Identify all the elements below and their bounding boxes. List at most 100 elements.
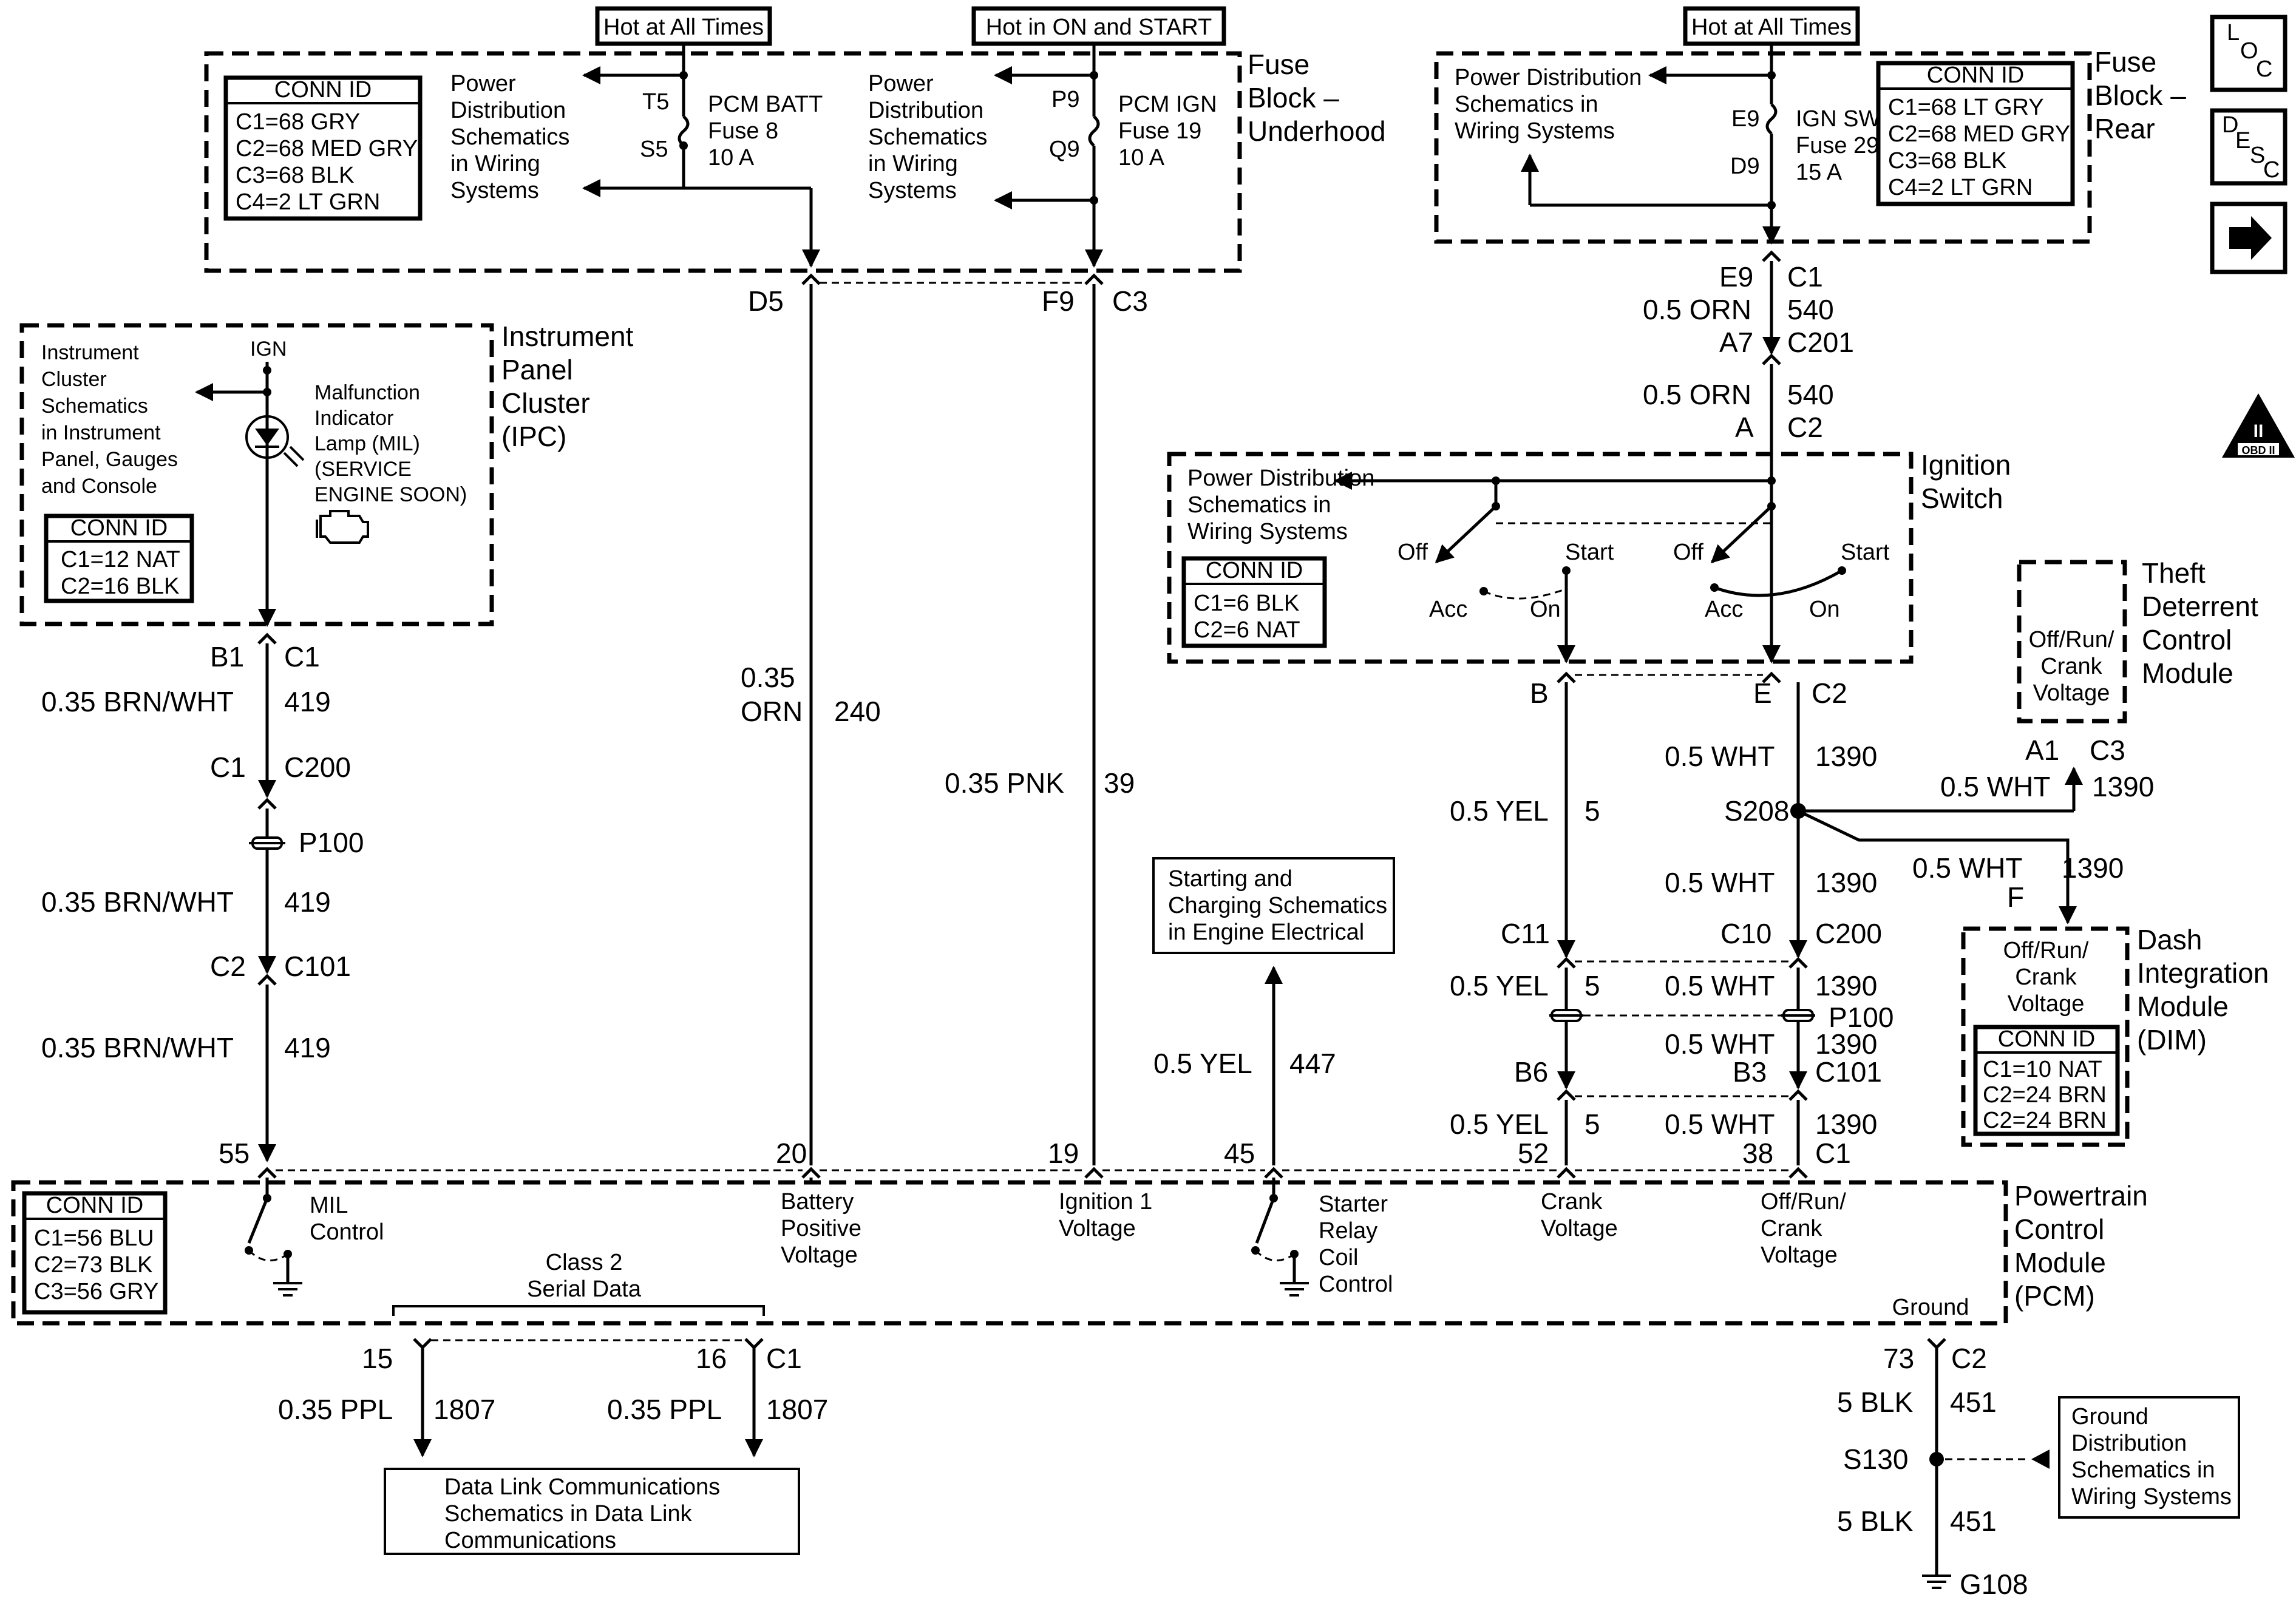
right-connectors-c200-c101: 0.5 YEL 5 0.5 WHT 1390 P100 0.5 WHT 1390… [1450,957,1894,1169]
ipc-conn-id: CONN ID C1=12 NAT C2=16 BLK [44,514,194,603]
svg-text:1807: 1807 [433,1394,495,1425]
svg-text:S208: S208 [1724,795,1789,827]
svg-text:Fuse: Fuse [1248,49,1309,80]
svg-text:E: E [1753,677,1772,709]
crank-voltage-input: Crank Voltage [1541,1189,1618,1241]
svg-text:Acc: Acc [1705,597,1743,622]
svg-text:Integration: Integration [2137,957,2269,989]
svg-text:MIL: MIL [310,1193,348,1218]
svg-text:L: L [2227,20,2240,46]
svg-text:Theft: Theft [2142,557,2206,589]
svg-text:1807: 1807 [766,1394,828,1425]
svg-text:Crank: Crank [1761,1216,1822,1241]
switch-output-wires: B E C2 [1530,506,1847,709]
svg-text:B1: B1 [210,641,244,673]
svg-text:T5: T5 [642,89,669,115]
power-distribution-ref-2: Power Distribution Schematics in Wiring … [868,71,987,203]
svg-text:Crank: Crank [2040,654,2102,679]
svg-text:E: E [2235,128,2250,154]
pcm-conn-id: CONN ID C1=56 BLU C2=73 BLK C3=56 GRY [22,1191,168,1315]
svg-text:PCM IGN: PCM IGN [1118,92,1217,117]
svg-text:C1=68 LT GRY: C1=68 LT GRY [1888,95,2044,120]
svg-text:Module: Module [2137,991,2229,1022]
svg-text:C2: C2 [1787,412,1823,443]
ignition-switch-contacts: Off Acc On Start Off Acc On Start [1334,453,1890,663]
svg-text:5: 5 [1584,1108,1600,1140]
svg-text:A1: A1 [2025,734,2059,766]
svg-text:39: 39 [1104,767,1135,799]
svg-text:451: 451 [1950,1386,1997,1418]
svg-text:O: O [2240,38,2258,64]
svg-text:Dash: Dash [2137,924,2202,955]
svg-text:C1: C1 [210,751,246,783]
svg-text:Block –: Block – [1248,82,1339,114]
svg-text:C: C [2256,56,2272,82]
svg-text:F9: F9 [1042,285,1075,317]
wire-451-ground: 73 C2 5 BLK 451 S130 5 BLK 451 G108 [1837,1338,2050,1600]
svg-text:Power: Power [450,71,516,97]
svg-text:Module: Module [2142,657,2233,689]
svg-text:Voltage: Voltage [2033,680,2110,706]
svg-text:240: 240 [834,696,881,727]
svg-text:B: B [1530,677,1549,709]
svg-text:Class 2: Class 2 [546,1250,623,1275]
svg-text:Power Distribution: Power Distribution [1187,466,1374,491]
svg-text:Cluster: Cluster [501,387,590,419]
svg-text:CONN ID: CONN ID [46,1193,143,1218]
svg-text:Charging Schematics: Charging Schematics [1168,893,1387,918]
svg-text:0.35 PPL: 0.35 PPL [278,1394,393,1425]
svg-text:55: 55 [219,1137,250,1169]
svg-text:0.35 BRN/WHT: 0.35 BRN/WHT [41,886,234,918]
starter-relay-coil-control-switch: Starter Relay Coil Control [1251,1178,1393,1297]
svg-text:0.5 ORN: 0.5 ORN [1643,379,1751,410]
svg-text:Rear: Rear [2094,113,2155,144]
svg-text:Module: Module [2014,1247,2106,1278]
off-run-crank-wire-1390: 0.5 WHT 1390 S208 0.5 WHT 1390 C10 C200 … [1665,682,2154,958]
svg-text:540: 540 [1787,379,1834,410]
svg-text:C1=68 GRY: C1=68 GRY [236,109,360,135]
svg-text:Malfunction: Malfunction [314,381,420,404]
svg-text:(SERVICE: (SERVICE [314,458,412,481]
svg-text:A7: A7 [1719,327,1753,358]
desc-icon[interactable]: D E S C [2210,108,2288,186]
svg-text:F: F [2007,881,2024,913]
svg-text:C201: C201 [1787,327,1854,358]
svg-text:C2=6 NAT: C2=6 NAT [1194,617,1300,643]
svg-text:(PCM): (PCM) [2014,1280,2095,1312]
arrow-right-icon[interactable] [2210,202,2288,274]
svg-text:Fuse 19: Fuse 19 [1118,118,1201,144]
svg-text:0.5 YEL: 0.5 YEL [1153,1048,1252,1079]
svg-text:Crank: Crank [2015,964,2077,990]
ignition-switch-conn-id: CONN ID C1=6 BLK C2=6 NAT [1181,556,1327,648]
svg-text:5: 5 [1584,795,1600,827]
svg-text:15: 15 [362,1343,393,1374]
svg-text:Schematics: Schematics [41,395,148,418]
svg-text:1390: 1390 [1815,1028,1877,1060]
svg-text:in Wiring: in Wiring [868,151,958,177]
svg-text:Wiring Systems: Wiring Systems [1187,519,1348,544]
loc-icon[interactable]: L O C [2210,15,2288,92]
fuse-19-pcm-ign: P9 Q9 PCM IGN Fuse 19 10 A [994,44,1217,268]
svg-text:0.35 PNK: 0.35 PNK [945,767,1064,799]
svg-text:S130: S130 [1843,1443,1908,1475]
svg-text:C200: C200 [1815,918,1882,949]
svg-text:Voltage: Voltage [1059,1216,1136,1241]
svg-text:C2: C2 [1812,677,1847,709]
svg-text:OBD II: OBD II [2241,444,2275,456]
starting-charging-schematics-ref: Starting and Charging Schematics in Engi… [1152,857,1395,954]
off-run-crank-voltage-input: Off/Run/ Crank Voltage [1761,1189,1846,1268]
svg-text:Serial Data: Serial Data [527,1276,642,1302]
svg-text:D9: D9 [1730,154,1760,179]
svg-text:0.5 YEL: 0.5 YEL [1450,795,1549,827]
svg-text:Voltage: Voltage [2008,991,2085,1017]
svg-text:Voltage: Voltage [781,1242,858,1268]
svg-text:B6: B6 [1514,1056,1548,1088]
svg-text:CONN ID: CONN ID [70,515,168,541]
svg-text:S: S [2250,143,2265,168]
svg-text:540: 540 [1787,294,1834,325]
pcm-ground-label: Ground [1892,1295,1969,1320]
svg-text:Positive: Positive [781,1216,861,1241]
svg-text:0.5 ORN: 0.5 ORN [1643,294,1751,325]
svg-text:0.35 BRN/WHT: 0.35 BRN/WHT [41,686,234,717]
svg-text:D: D [2222,112,2238,138]
